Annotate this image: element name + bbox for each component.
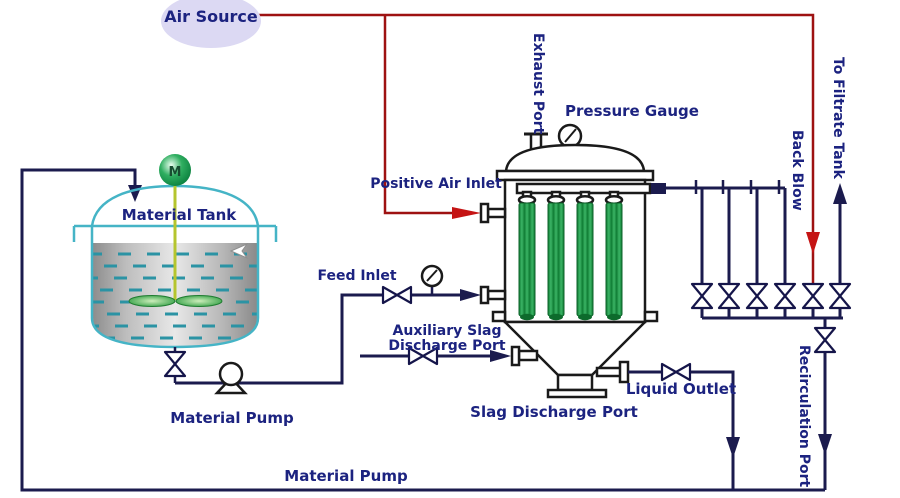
- aux-slag-label-line1: Auxiliary Slag: [393, 323, 502, 339]
- positive-air-inlet-label: Positive Air Inlet: [370, 176, 502, 192]
- manifold-valve-2: [717, 282, 741, 310]
- filter-candle: [605, 202, 623, 317]
- manifold-valve-3: [745, 282, 769, 310]
- aux-slag-label-line2: Discharge Port: [388, 338, 506, 354]
- filter-candle: [576, 202, 594, 317]
- slag-outlet-flange: [546, 388, 608, 399]
- positive-air-arrow: [452, 207, 481, 219]
- material-pump-upper-label: Material Pump: [170, 409, 294, 427]
- manifold-valve-4: [773, 282, 797, 310]
- liquid-outlet-label: Liquid Outlet: [626, 380, 736, 398]
- liquid-outlet-nozzle: [595, 366, 623, 378]
- recirculation-port-label: Recirculation Port: [796, 345, 812, 488]
- to-filtrate-arrow: [833, 183, 847, 204]
- mouse-cursor-icon: [229, 242, 249, 260]
- filter-candles: [517, 190, 624, 321]
- back-blow-label: Back Blow: [789, 130, 805, 211]
- agitator-blade-right: [175, 295, 223, 307]
- slag-discharge-port-label: Slag Discharge Port: [470, 403, 638, 421]
- valve-manifold: [666, 180, 852, 490]
- recirculation-valve: [813, 326, 837, 354]
- feed-nozzle: [486, 289, 507, 301]
- motor-label: M: [169, 165, 182, 180]
- feed-arrow: [460, 289, 481, 301]
- air-source-oval: [161, 0, 261, 48]
- tank-outlet-valve: [163, 350, 187, 378]
- back-blow-arrow: [806, 232, 820, 254]
- liquid-outlet-arrow: [726, 437, 740, 458]
- back-blow-valve: [801, 282, 825, 310]
- exhaust-port-label: Exhaust Port: [530, 33, 546, 135]
- motor-icon: [159, 154, 191, 186]
- air-source-label: Air Source: [164, 7, 258, 26]
- vessel-flange: [495, 169, 655, 182]
- to-filtrate-tank-label: To Filtrate Tank: [830, 57, 846, 180]
- material-tank: M Material Tank: [72, 154, 278, 349]
- aux-slag-nozzle: [517, 349, 539, 362]
- material-pump-lower-label: Material Pump: [284, 467, 408, 485]
- header-outlet-fitting: [651, 183, 666, 194]
- slag-outlet-neck: [556, 373, 594, 392]
- manifold-valve-1: [690, 282, 714, 310]
- recirculation-arrow: [818, 434, 832, 455]
- vessel-dome: [504, 143, 646, 173]
- liquid-outlet-valve: [660, 362, 692, 382]
- filtrate-valve: [828, 282, 852, 310]
- pressure-gauge-label: Pressure Gauge: [565, 102, 699, 120]
- liquid-outlet-line: [628, 362, 740, 490]
- positive-air-nozzle: [486, 207, 507, 219]
- aux-slag-arrow: [490, 350, 511, 362]
- air-line-red: [256, 13, 820, 283]
- filter-candle: [547, 202, 565, 317]
- feed-inlet-label: Feed Inlet: [317, 268, 396, 284]
- agitator-blade-left: [128, 295, 176, 307]
- air-source: Air Source: [161, 0, 261, 48]
- filter-candle: [518, 202, 536, 317]
- aux-slag-line: [360, 346, 511, 366]
- feed-circuit: Material Pump Feed Inlet: [163, 264, 481, 427]
- material-tank-label: Material Tank: [122, 206, 238, 224]
- feed-valve: [381, 285, 413, 305]
- tank-inlet-arrow: [128, 185, 142, 202]
